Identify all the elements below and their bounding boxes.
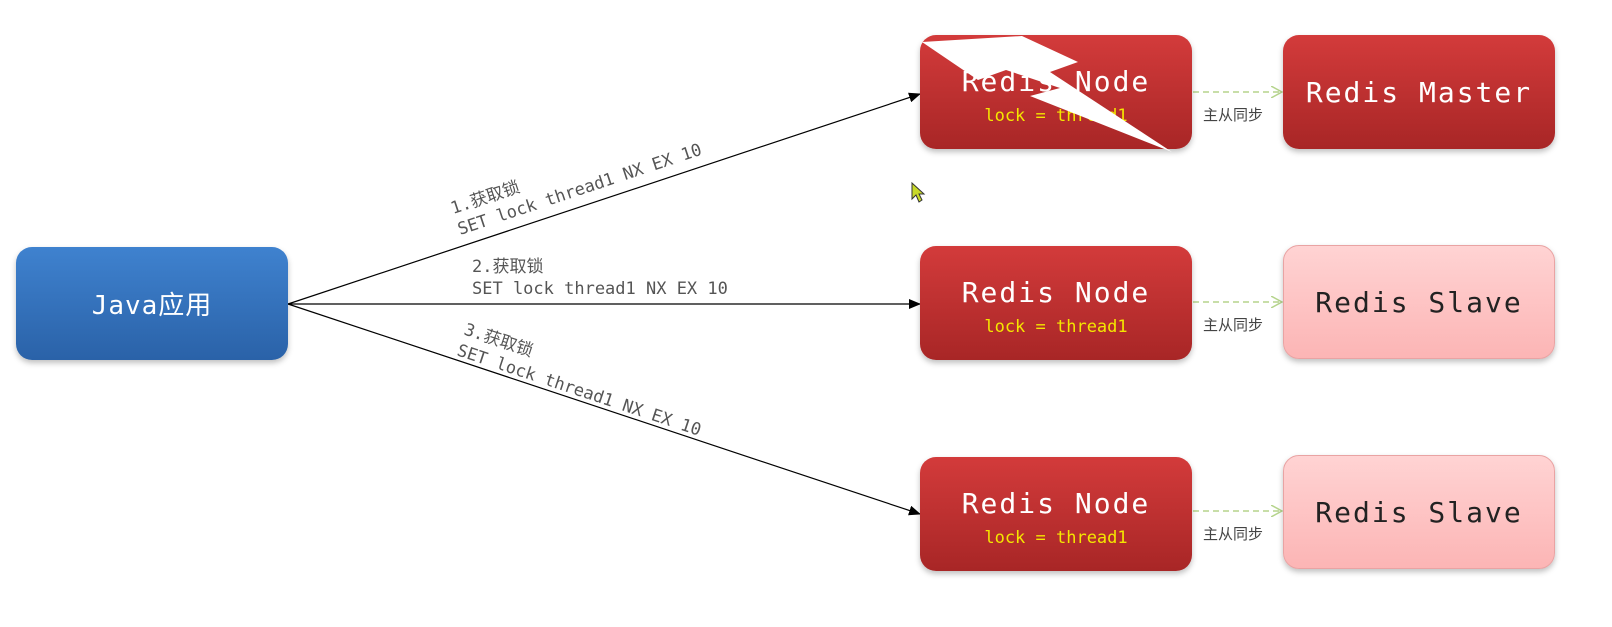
request-label-2: 2.获取锁 SET lock thread1 NX EX 10 bbox=[472, 256, 728, 300]
redis-node-title: Redis Node bbox=[961, 275, 1151, 309]
redis-node-title: Redis Node bbox=[961, 64, 1151, 98]
redis-node-3: Redis Node lock = thread1 bbox=[920, 457, 1192, 571]
redis-slave-title: Redis Slave bbox=[1315, 495, 1523, 529]
redis-master-box: Redis Master bbox=[1283, 35, 1555, 149]
redis-master-title: Redis Master bbox=[1305, 75, 1533, 109]
redis-node-title: Redis Node bbox=[961, 486, 1151, 520]
redis-slave-title: Redis Slave bbox=[1315, 285, 1523, 319]
request-step: 2.获取锁 bbox=[472, 257, 544, 277]
java-app-box: Java应用 bbox=[16, 247, 288, 360]
request-command: SET lock thread1 NX EX 10 bbox=[472, 279, 728, 299]
java-app-label: Java应用 bbox=[91, 291, 213, 321]
redis-node-lock: lock = thread1 bbox=[984, 105, 1128, 126]
sync-label-2: 主从同步 bbox=[1203, 316, 1264, 334]
request-arrow-1 bbox=[287, 92, 921, 305]
redis-slave-box-2: Redis Slave bbox=[1283, 455, 1555, 569]
redis-node-lock: lock = thread1 bbox=[984, 316, 1128, 337]
redis-node-lock: lock = thread1 bbox=[984, 527, 1128, 548]
redis-slave-box-1: Redis Slave bbox=[1283, 245, 1555, 359]
sync-label-3: 主从同步 bbox=[1203, 525, 1264, 543]
sync-label-1: 主从同步 bbox=[1203, 106, 1264, 124]
redis-node-1: Redis Node lock = thread1 bbox=[920, 35, 1192, 149]
redis-node-2: Redis Node lock = thread1 bbox=[920, 246, 1192, 360]
request-arrow-3 bbox=[287, 303, 921, 516]
